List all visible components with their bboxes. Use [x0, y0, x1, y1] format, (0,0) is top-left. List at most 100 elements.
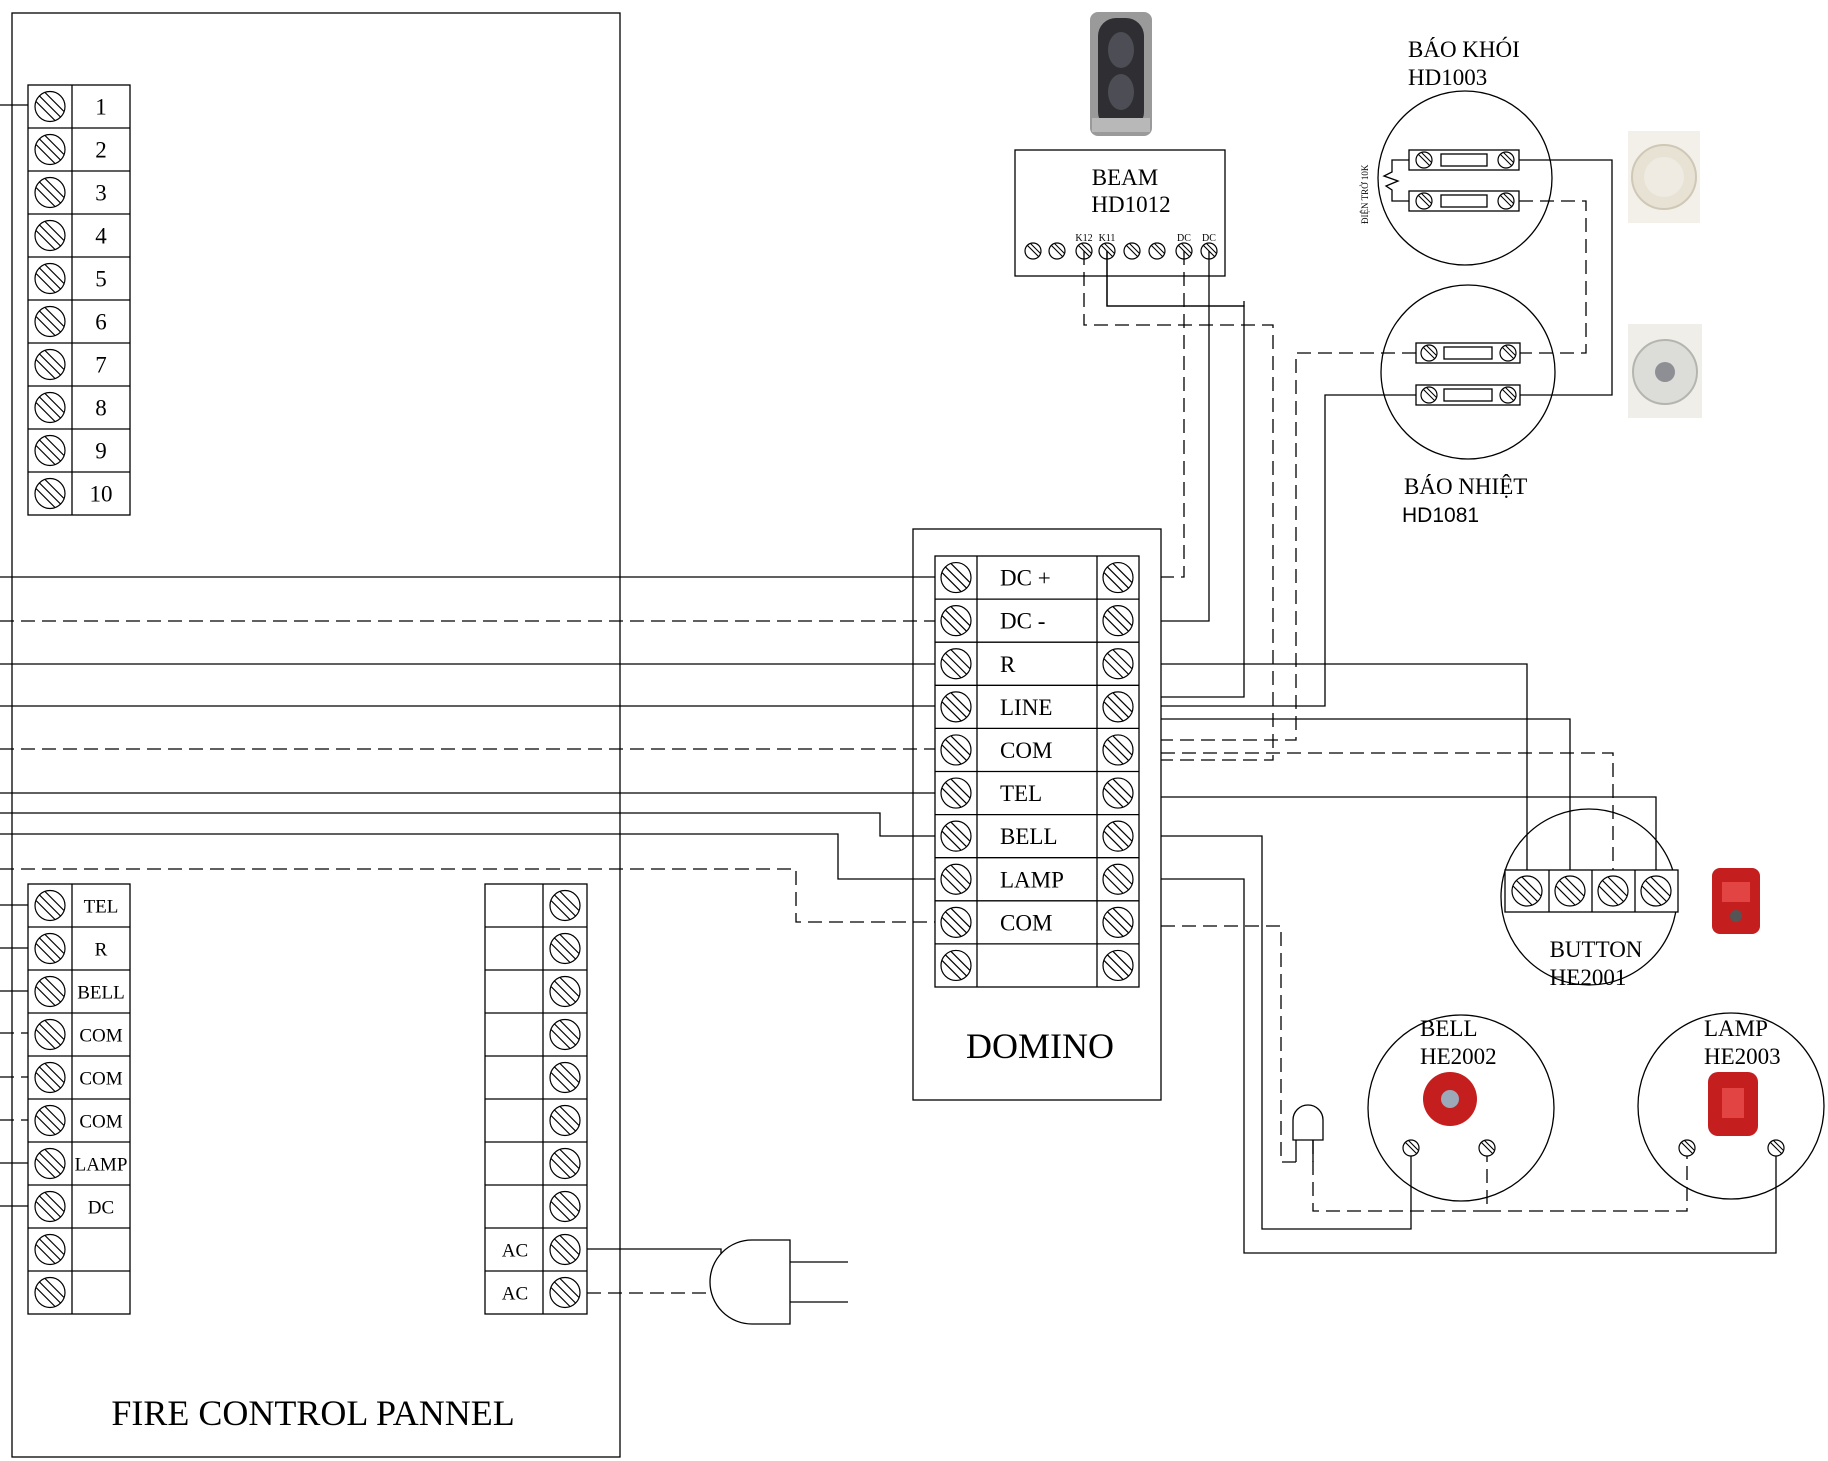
smoke-detector-name: BÁO KHÓI	[1408, 36, 1520, 62]
bell-device: BELL HE2002	[1367, 1014, 1555, 1202]
panel-bottom-screw-icon	[34, 1018, 66, 1051]
panel-bottom-screw-icon	[34, 1104, 66, 1137]
panel-power-screw-icon	[549, 1233, 581, 1266]
panel-power-terminal-label: AC	[502, 1284, 528, 1305]
panel-power-terminal-label: AC	[502, 1241, 528, 1262]
panel-top-screw-icon	[34, 477, 66, 510]
beam-pin-label: DC	[1202, 233, 1216, 244]
domino-terminal-label: BELL	[1000, 824, 1058, 849]
lamp-device: LAMP HE2003	[1637, 1012, 1825, 1200]
panel-bottom-screw-icon	[34, 1061, 66, 1094]
panel-top-terminal-label: 6	[95, 310, 107, 335]
domino-terminal-label: DC +	[1000, 566, 1051, 591]
beam-pin-label: DC	[1177, 233, 1191, 244]
domino-left-screw-icon	[940, 561, 972, 594]
resistor-label: ĐIỆN TRỞ 10K	[1360, 164, 1370, 224]
panel-top-terminal-label: 7	[95, 353, 107, 378]
domino-left-screw-icon	[940, 648, 972, 680]
smoke-detector-model: HD1003	[1408, 65, 1487, 90]
domino-right-screw-icon	[1102, 605, 1134, 637]
heat-detector-name: BÁO NHIỆT	[1404, 474, 1527, 499]
button-photo	[1712, 868, 1760, 934]
smoke-detector-photo	[1628, 131, 1700, 223]
panel-power-screw-icon	[549, 1276, 581, 1309]
panel-power-screw-icon	[549, 889, 581, 922]
panel-bottom-terminal-label: LAMP	[75, 1155, 128, 1176]
panel-domino-wires	[0, 576, 935, 923]
domino-terminal-label: TEL	[1000, 781, 1042, 806]
panel-bottom-terminal-label: BELL	[77, 983, 125, 1004]
button-model: HE2001	[1550, 965, 1627, 990]
panel-bottom-terminal-label: TEL	[84, 897, 119, 918]
beam-wires	[1083, 251, 1274, 761]
panel-bottom-stubs	[0, 904, 28, 1207]
heat-detector-photo	[1628, 324, 1702, 418]
panel-power-terminal-block: AC AC	[484, 883, 588, 1315]
panel-bottom-screw-icon	[34, 1147, 66, 1180]
beam-pin-screw-icon	[1123, 242, 1141, 260]
panel-top-screw-icon	[34, 90, 66, 123]
panel-bottom-screw-icon	[34, 1190, 66, 1223]
panel-bottom-screw-icon	[34, 889, 66, 922]
beam-pin-label: K12	[1075, 233, 1092, 244]
domino-terminal-label: LINE	[1000, 695, 1052, 720]
panel-top-screw-icon	[34, 348, 66, 381]
domino-terminal-label: R	[1000, 652, 1016, 677]
bell-diode	[1292, 1104, 1324, 1141]
panel-top-terminal-label: 5	[95, 267, 107, 292]
beam-photo	[1090, 12, 1152, 136]
panel-bottom-terminal-label: COM	[79, 1112, 122, 1133]
beam-pin-label: K11	[1099, 233, 1116, 244]
panel-top-screw-icon	[34, 434, 66, 467]
panel-top-screw-icon	[34, 391, 66, 424]
panel-top-terminal-label: 9	[95, 439, 107, 464]
panel-top-terminal-label: 8	[95, 396, 107, 421]
domino-terminal-label: DC -	[1000, 609, 1045, 634]
panel-title: FIRE CONTROL PANNEL	[111, 1393, 514, 1433]
domino-right-screw-icon	[1102, 691, 1134, 723]
beam-pin-screw-icon	[1048, 242, 1066, 260]
panel-bottom-screw-icon	[34, 932, 66, 965]
panel-power-screw-icon	[549, 1190, 581, 1223]
button-name: BUTTON	[1550, 937, 1643, 962]
domino-left-screw-icon	[940, 949, 972, 982]
domino-right-screw-icon	[1102, 734, 1134, 766]
button-wires	[1161, 663, 1657, 870]
domino-left-screw-icon	[940, 820, 972, 852]
heat-detector: BÁO NHIỆT HD1081	[1380, 284, 1702, 527]
domino-left-screw-icon	[940, 734, 972, 766]
lamp-name: LAMP	[1704, 1016, 1768, 1041]
bell-name: BELL	[1420, 1016, 1478, 1041]
heat-detector-model: HD1081	[1402, 504, 1479, 527]
domino-left-screw-icon	[940, 605, 972, 637]
bell-lamp-wires	[1161, 835, 1777, 1254]
domino-right-screw-icon	[1102, 906, 1134, 938]
panel-power-screw-icon	[549, 1104, 581, 1137]
panel-top-terminal-label: 3	[95, 181, 107, 206]
domino-title: DOMINO	[966, 1026, 1114, 1066]
panel-top-terminal-label: 4	[95, 224, 107, 249]
panel-top-screw-icon	[34, 176, 66, 209]
smoke-detector: BÁO KHÓI HD1003 ĐIỆN TRỞ 10K	[1360, 36, 1700, 266]
domino-right-screw-icon	[1102, 949, 1134, 982]
manual-button: BUTTON HE2001	[1500, 808, 1760, 990]
panel-power-screw-icon	[549, 1061, 581, 1094]
panel-top-screw-icon	[34, 133, 66, 166]
panel-bottom-screw-icon	[34, 1233, 66, 1266]
domino-right-screw-icon	[1102, 820, 1134, 852]
panel-bottom-screw-icon	[34, 975, 66, 1008]
domino-right-screw-icon	[1102, 863, 1134, 895]
beam-model: HD1012	[1091, 192, 1170, 217]
domino-right-screw-icon	[1102, 648, 1134, 680]
domino-left-screw-icon	[940, 906, 972, 938]
domino-right-screw-icon	[1102, 777, 1134, 809]
lamp-photo	[1708, 1072, 1758, 1136]
panel-bottom-terminal-label: R	[95, 940, 108, 961]
panel-top-terminal-label: 1	[95, 95, 107, 120]
domino-right-screw-icon	[1102, 561, 1134, 594]
ac-plug	[587, 1239, 848, 1325]
panel-power-screw-icon	[549, 932, 581, 965]
